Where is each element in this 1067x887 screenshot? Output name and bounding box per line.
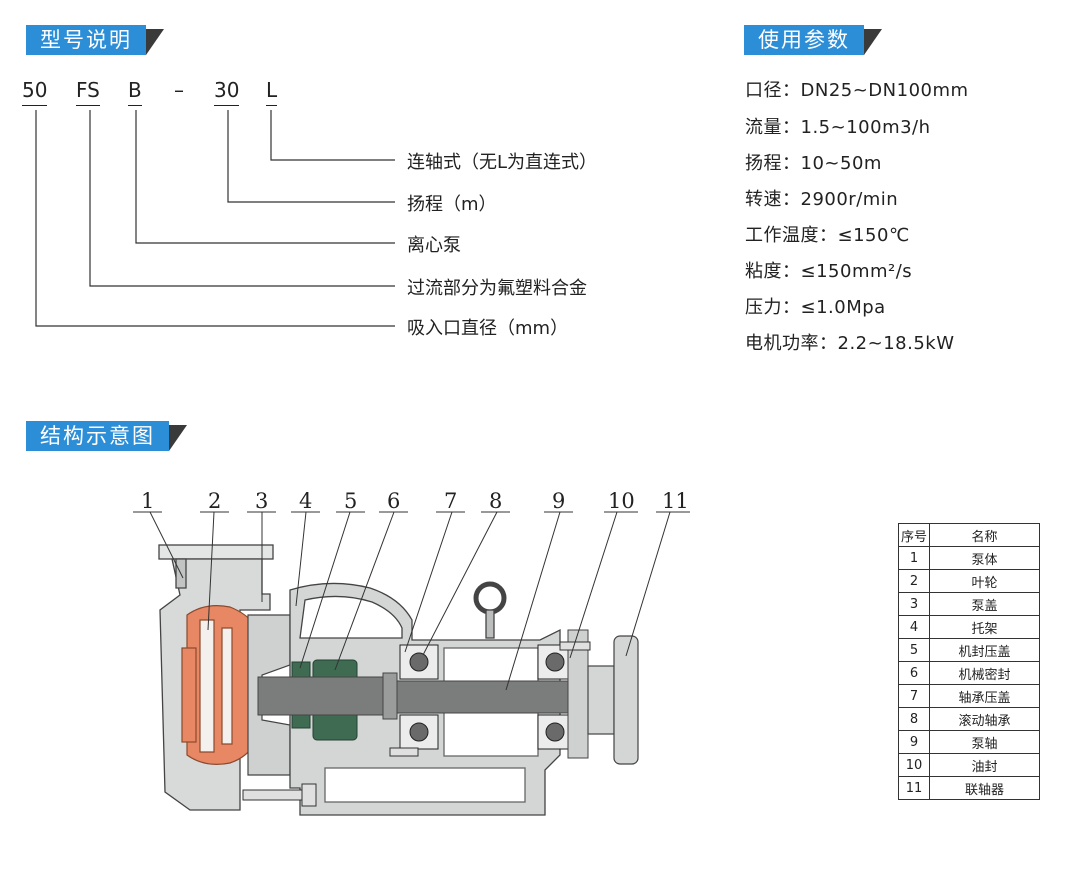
callout-leaders — [149, 511, 671, 691]
param-head: 扬程：10~50m — [745, 153, 882, 174]
param-flow: 流量：1.5~100m3/h — [745, 117, 931, 138]
part-name: 泵体 — [929, 546, 1040, 570]
part-index: 7 — [898, 684, 930, 708]
part-index: 4 — [898, 615, 930, 639]
model-code-material: FS — [76, 78, 100, 106]
callout-9: 9 — [552, 489, 565, 513]
part-index: 1 — [898, 546, 930, 570]
param-viscosity: 粘度：≤150mm²/s — [745, 261, 913, 282]
part-name: 机械密封 — [929, 661, 1040, 685]
bolts — [242, 641, 591, 807]
callout-10: 10 — [608, 489, 635, 513]
model-code-pump-type: B — [128, 78, 142, 106]
callout-5: 5 — [344, 489, 357, 513]
header-index: 序号 — [898, 523, 930, 547]
params-section-header: 使用参数 — [744, 25, 882, 55]
header-tail-decoration — [864, 29, 882, 55]
callout-numbers: 1 2 3 4 5 6 7 8 9 10 11 — [141, 489, 689, 513]
callout-8: 8 — [489, 489, 502, 513]
part-index: 8 — [898, 707, 930, 731]
callout-4: 4 — [299, 489, 312, 513]
desc-coupling: 连轴式（无L为直连式） — [407, 152, 598, 173]
part-name: 油封 — [929, 753, 1040, 777]
part-name: 叶轮 — [929, 569, 1040, 593]
desc-pump-type: 离心泵 — [407, 235, 461, 256]
model-code-coupling: L — [266, 78, 278, 106]
parts-table-header: 序号 名称 — [898, 523, 1040, 547]
param-pressure: 压力：≤1.0Mpa — [745, 297, 886, 318]
callout-1: 1 — [141, 489, 154, 513]
rolling-bearings — [399, 644, 573, 750]
part-index: 11 — [898, 776, 930, 800]
desc-diameter: 吸入口直径（mm） — [407, 318, 569, 339]
callout-2: 2 — [208, 489, 221, 513]
part-index: 3 — [898, 592, 930, 616]
callout-7: 7 — [444, 489, 457, 513]
params-section-title: 使用参数 — [744, 25, 864, 55]
part-index: 10 — [898, 753, 930, 777]
desc-material: 过流部分为氟塑料合金 — [407, 278, 587, 299]
model-leader-lines — [35, 110, 395, 327]
callout-6: 6 — [387, 489, 400, 513]
part-name: 联轴器 — [929, 776, 1040, 800]
part-name: 机封压盖 — [929, 638, 1040, 662]
model-code-dash: – — [174, 78, 184, 102]
header-tail-decoration — [169, 425, 187, 451]
part-name: 泵盖 — [929, 592, 1040, 616]
part-name: 泵轴 — [929, 730, 1040, 754]
part-index: 2 — [898, 569, 930, 593]
callout-11: 11 — [662, 489, 689, 513]
header-name: 名称 — [929, 523, 1040, 547]
param-speed: 转速：2900r/min — [745, 189, 899, 210]
model-section-header: 型号说明 — [26, 25, 164, 55]
part-index: 9 — [898, 730, 930, 754]
callout-3: 3 — [255, 489, 268, 513]
desc-head: 扬程（m） — [407, 194, 497, 215]
structure-section-title: 结构示意图 — [26, 421, 169, 451]
model-code-head: 30 — [214, 78, 240, 106]
part-name: 滚动轴承 — [929, 707, 1040, 731]
pump-shaft — [257, 672, 626, 720]
coupling — [587, 635, 639, 765]
header-tail-decoration — [146, 29, 164, 55]
model-section-title: 型号说明 — [26, 25, 146, 55]
param-motor-power: 电机功率：2.2~18.5kW — [745, 333, 955, 354]
param-caliber: 口径：DN25~DN100mm — [745, 80, 969, 101]
part-index: 6 — [898, 661, 930, 685]
part-name: 轴承压盖 — [929, 684, 1040, 708]
pump-structure-diagram: 1 2 3 4 5 6 7 8 9 10 11 — [133, 489, 690, 816]
impeller — [181, 605, 259, 765]
structure-section-header: 结构示意图 — [26, 421, 187, 451]
part-index: 5 — [898, 638, 930, 662]
model-code-diameter: 50 — [22, 78, 48, 106]
part-name: 托架 — [929, 615, 1040, 639]
param-temperature: 工作温度：≤150℃ — [745, 225, 910, 246]
